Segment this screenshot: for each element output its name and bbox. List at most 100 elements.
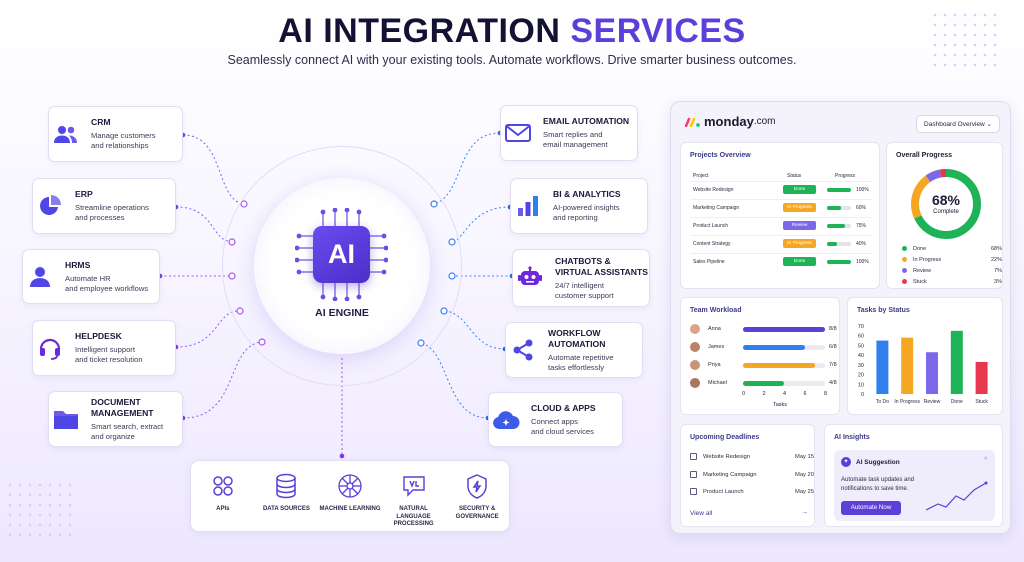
y-tick-label: 0	[861, 392, 864, 398]
card-desc: Streamline operations	[75, 203, 149, 212]
workload-tick: 2	[762, 391, 766, 397]
calendar-icon	[690, 453, 697, 460]
y-tick-label: 70	[858, 324, 864, 330]
x-tick-label: Review	[924, 399, 941, 405]
dashboard-view-select[interactable]: Dashboard Overview ⌄	[916, 115, 1000, 133]
card-desc: customer support	[555, 290, 614, 300]
project-name: Sales Pipeline	[693, 259, 725, 265]
progress-bar	[827, 206, 851, 210]
progress-value: 60%	[856, 205, 867, 211]
progress-fill	[827, 224, 845, 228]
view-select-label: Dashboard Overview	[924, 121, 985, 128]
sparkle-icon: ✦	[982, 454, 989, 463]
progress-bar	[827, 224, 851, 228]
status-badge[interactable]: Review	[783, 221, 816, 230]
status-badge[interactable]: Done	[783, 257, 816, 266]
calendar-icon	[690, 470, 697, 478]
deadline-row[interactable]: Marketing Campaign May 20	[690, 470, 814, 481]
automate-now-button[interactable]: Automate Now	[841, 501, 901, 515]
card-title: ERP	[75, 189, 93, 199]
database-icon	[276, 473, 297, 499]
view-all-link[interactable]: View all →	[690, 509, 808, 517]
card-title: EMAIL AUTOMATION	[543, 116, 630, 126]
legend-name: Done	[913, 246, 927, 252]
project-row[interactable]: Sales Pipeline Done 100%	[690, 253, 872, 270]
status-badge[interactable]: In Progress	[783, 203, 816, 212]
view-all-label: View all	[690, 510, 713, 517]
progress-bar	[827, 260, 851, 264]
card-desc: Smart replies and	[543, 130, 603, 139]
legend-name: Stuck	[913, 279, 927, 285]
decor-dots-top-right	[930, 10, 1000, 70]
panel-title: Projects Overview	[690, 152, 751, 159]
person-icon	[30, 266, 50, 287]
status-badge[interactable]: In Progress	[783, 239, 816, 248]
engine-outer-ring	[222, 146, 462, 386]
progress-fill	[827, 188, 851, 192]
status-badge[interactable]: Done	[783, 185, 816, 194]
workload-bar	[743, 345, 805, 350]
shield-icon	[467, 474, 487, 499]
card-desc: tasks effortlessly	[548, 362, 604, 372]
tool-label: DATA SOURCES	[262, 506, 310, 512]
envelope-icon	[505, 124, 531, 142]
logo-suffix: .com	[753, 116, 776, 127]
workload-bar-track	[743, 381, 825, 386]
x-tick-label: To Do	[876, 399, 889, 405]
workload-tick: 4	[783, 391, 787, 397]
col-header-status: Status	[787, 173, 802, 179]
workload-bar	[743, 327, 825, 332]
users-icon	[54, 126, 77, 143]
y-tick-label: 60	[858, 334, 864, 340]
x-tick-label: Done	[951, 399, 963, 405]
panel-title: AI Insights	[834, 434, 870, 441]
legend-dot	[902, 279, 907, 285]
engine-label: AI ENGINE	[315, 307, 369, 319]
deadline-name: Marketing Campaign	[703, 471, 757, 478]
member-name: Michael	[708, 380, 727, 386]
tool-machine-learning[interactable]: MACHINE LEARNING	[318, 473, 382, 514]
card-desc: and cloud services	[531, 426, 594, 436]
card-title: AUTOMATION	[548, 338, 606, 349]
calendar-icon	[690, 488, 697, 495]
project-name: Website Redesign	[693, 187, 734, 193]
card-desc: Automate HR	[65, 273, 111, 283]
workload-row[interactable]: Priya 7/8	[690, 359, 840, 373]
tool-data-sources[interactable]: DATA SOURCES	[255, 473, 319, 514]
workload-value: 8/8	[829, 326, 837, 332]
workload-value: 7/8	[829, 362, 837, 368]
tool-security[interactable]: SECURITY & GOVERNANCE	[445, 473, 509, 521]
member-name: Priya	[708, 362, 721, 368]
tool-nlp[interactable]: NATURAL LANGUAGE PROCESSING	[382, 473, 446, 529]
legend-dot	[902, 246, 907, 252]
deadline-date: May 20	[794, 471, 814, 478]
card-desc: and reporting	[553, 213, 598, 222]
legend-dot	[902, 257, 907, 263]
card-title: DOCUMENT	[91, 396, 141, 407]
progress-value: 100%	[856, 259, 869, 265]
card-desc: and ticket resolution	[75, 355, 143, 364]
tool-apis[interactable]: APIs	[191, 473, 255, 514]
donut-value: 68%	[931, 192, 961, 208]
